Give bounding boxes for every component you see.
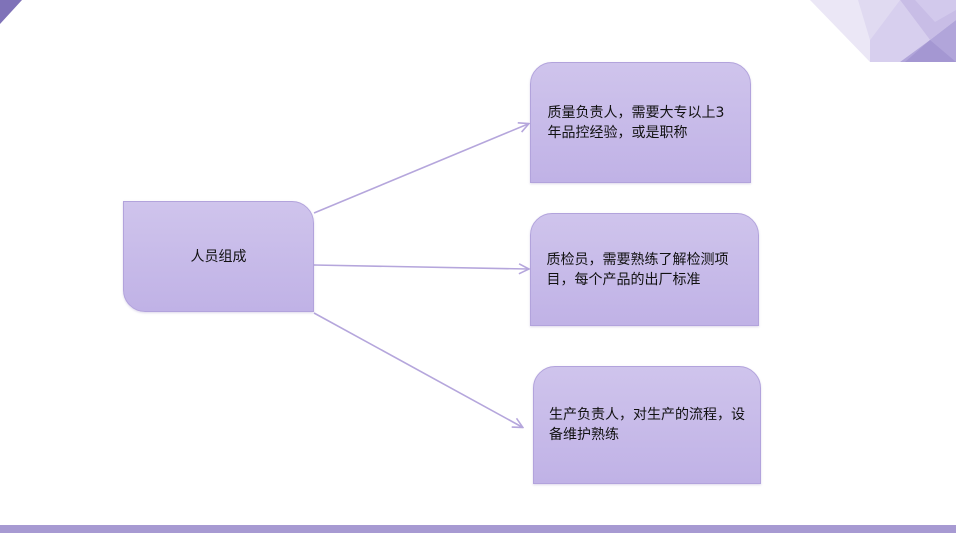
child-node-inspector: 质检员，需要熟练了解检测项目，每个产品的出厂标准 [530, 213, 759, 326]
child-node-production-manager: 生产负责人，对生产的流程，设备维护熟练 [533, 366, 761, 484]
child-node-label: 生产负责人，对生产的流程，设备维护熟练 [549, 407, 745, 443]
arrow-to-inspector [313, 265, 528, 269]
bottom-bar [0, 525, 956, 533]
arrow-to-production-manager [313, 312, 522, 427]
corner-decoration-top-right [810, 0, 956, 62]
child-node-label: 质量负责人，需要大专以上3年品控经验，或是职称 [547, 104, 725, 141]
child-node-label: 质检员，需要熟练了解检测项目，每个产品的出厂标准 [546, 251, 729, 288]
arrow-to-quality-manager [313, 124, 528, 214]
corner-decoration-top-left [0, 0, 22, 24]
root-node: 人员组成 [123, 201, 314, 312]
root-node-label: 人员组成 [190, 248, 247, 265]
child-node-quality-manager: 质量负责人，需要大专以上3年品控经验，或是职称 [530, 62, 751, 183]
